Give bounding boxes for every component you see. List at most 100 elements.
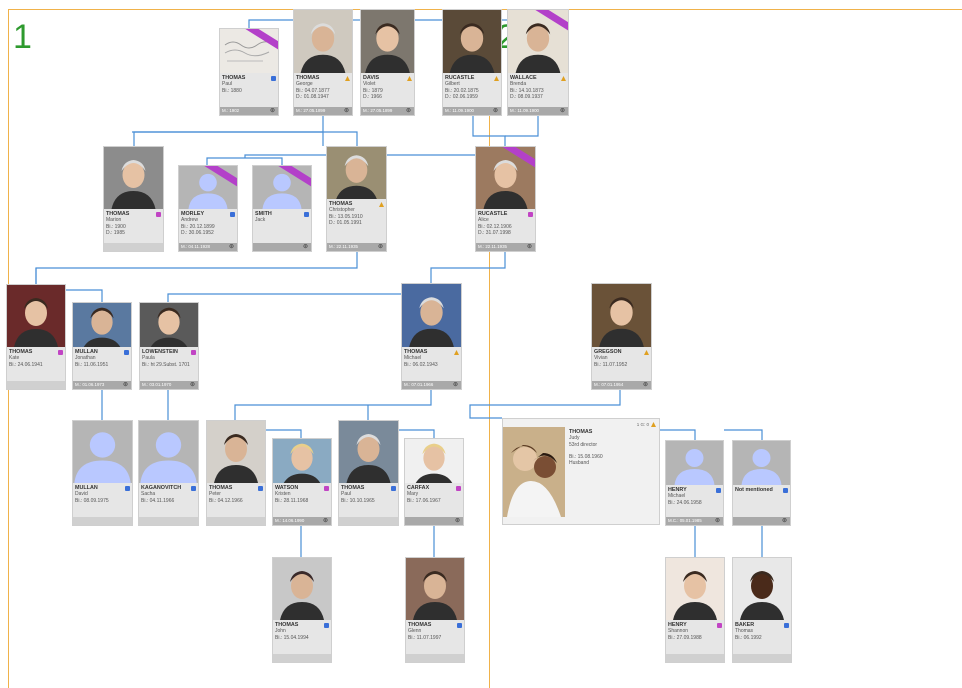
- person-detail-line: Bi.: 04.12.1966: [209, 497, 243, 504]
- person-detail-line: D.: 1985: [106, 229, 125, 236]
- person-given-name: Brenda: [510, 81, 527, 88]
- person-detail-line: Bi.: 02.12.1906: [478, 223, 512, 230]
- person-surname: MULLAN: [75, 349, 98, 355]
- marriage-footer: M.: 11.09.1900: [508, 107, 568, 115]
- person-surname: RUCASTLE: [478, 211, 508, 217]
- person-card-notmentioned[interactable]: Not mentioned⊛: [732, 440, 791, 526]
- person-icon: [454, 350, 459, 355]
- attachment-icon[interactable]: ⊛: [527, 244, 533, 250]
- attachment-icon[interactable]: ⊛: [303, 244, 309, 250]
- person-detail-line: Bi.: ht 29.Subst. 1701: [142, 361, 190, 368]
- marriage-footer: M.: 01.06.1973: [73, 381, 131, 389]
- person-given-name: Kristen: [275, 491, 291, 498]
- attachment-icon[interactable]: ⊛: [560, 108, 566, 114]
- person-icon: [561, 76, 566, 81]
- attachment-icon[interactable]: ⊛: [453, 382, 459, 388]
- person-icon: [379, 202, 384, 207]
- person-surname: LOWENSTEIN: [142, 349, 178, 355]
- person-photo: [140, 303, 198, 347]
- person-given-name: Alice: [478, 217, 489, 224]
- attachment-icon[interactable]: ⊛: [715, 518, 721, 524]
- attachment-icon[interactable]: ⊛: [643, 382, 649, 388]
- person-surname: GREGSON: [594, 349, 622, 355]
- person-detail-line: D.: 31.07.1998: [478, 229, 511, 236]
- person-surname: HENRY: [668, 487, 687, 493]
- person-surname: DAVIS: [363, 75, 380, 81]
- person-photo: [405, 439, 463, 483]
- female-icon: [528, 212, 533, 217]
- marriage-footer: [733, 654, 791, 662]
- person-detail-line: Bi.: 1879: [363, 87, 383, 94]
- person-detail-line: Bi.: 10.10.1965: [341, 497, 375, 504]
- person-surname: THOMAS: [209, 485, 233, 491]
- person-surname: THOMAS: [222, 75, 246, 81]
- male-icon: [783, 488, 788, 493]
- attachment-icon[interactable]: ⊛: [229, 244, 235, 250]
- person-icon: [345, 76, 350, 81]
- attachment-icon[interactable]: ⊛: [493, 108, 499, 114]
- person-detail-line: Bi.: 08.09.1975: [75, 497, 109, 504]
- attachment-icon[interactable]: ⊛: [190, 382, 196, 388]
- attachment-icon[interactable]: ⊛: [406, 108, 412, 114]
- marriage-footer: M.: 22.11.1935: [327, 243, 386, 251]
- person-photo: [139, 421, 198, 483]
- person-detail-line: Bi.: 1880: [222, 87, 242, 94]
- attachment-icon[interactable]: ⊛: [455, 518, 461, 524]
- male-icon: [457, 623, 462, 628]
- attachment-icon[interactable]: ⊛: [344, 108, 350, 114]
- person-surname: CARFAX: [407, 485, 430, 491]
- person-surname: THOMAS: [329, 201, 353, 207]
- person-given-name: Gilbert: [445, 81, 460, 88]
- marriage-footer: [273, 654, 331, 662]
- attachment-icon[interactable]: ⊛: [123, 382, 129, 388]
- marriage-footer: M.: 27.05.1899: [361, 107, 414, 115]
- attachment-icon[interactable]: ⊛: [378, 244, 384, 250]
- attachment-icon[interactable]: ⊛: [270, 108, 276, 114]
- person-detail-line: Bi.: 28.11.1968: [275, 497, 309, 504]
- person-surname: HENRY: [668, 622, 687, 628]
- person-photo: [273, 439, 331, 483]
- marriage-footer: M.: 04.11.1928: [179, 243, 237, 251]
- person-detail-line: Bi.: 13.05.1910: [329, 213, 363, 220]
- person-photo: [253, 166, 311, 209]
- person-given-name: Jonathan: [75, 355, 96, 362]
- person-detail-line: 53rd director: [569, 441, 598, 448]
- attachment-icon[interactable]: ⊛: [323, 518, 329, 524]
- male-icon: [125, 486, 130, 491]
- attachment-icon[interactable]: ⊛: [782, 518, 788, 524]
